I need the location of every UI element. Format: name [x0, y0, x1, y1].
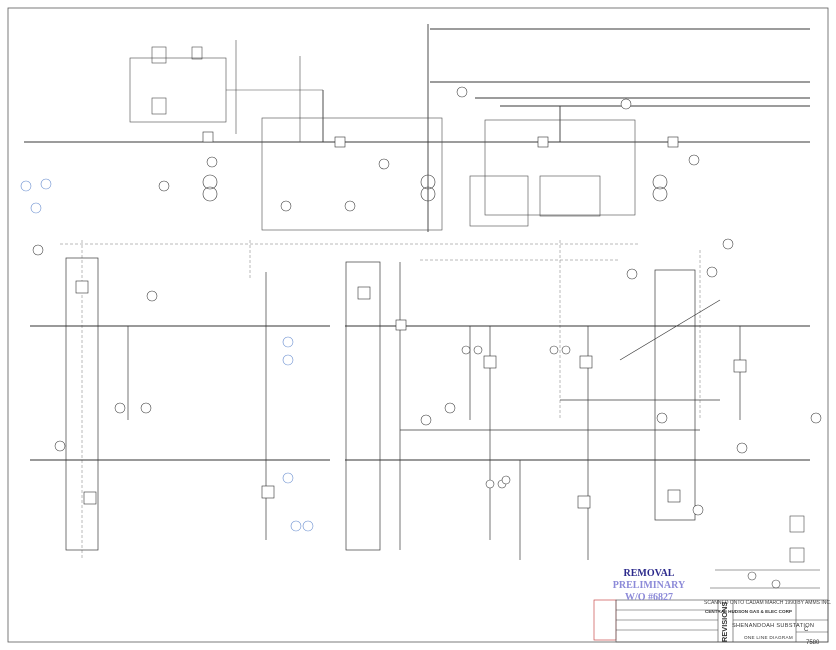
transformers	[202, 174, 668, 202]
device-tag	[444, 402, 456, 414]
transformer	[420, 186, 436, 202]
device-tag	[485, 479, 495, 489]
breaker-panel	[484, 119, 636, 216]
device-tag	[810, 412, 822, 424]
transformer	[202, 174, 218, 190]
removal-stamp: REMOVAL	[623, 568, 675, 579]
device-tag	[378, 158, 390, 170]
markup-circle	[20, 180, 32, 192]
device-tag	[146, 290, 158, 302]
transformer	[652, 174, 668, 190]
tie-wire	[619, 299, 721, 361]
breaker	[75, 280, 89, 294]
markup-circle	[30, 202, 42, 214]
device-tag	[692, 504, 704, 516]
feeder-frame	[345, 261, 381, 551]
device-tag	[344, 200, 356, 212]
upper-control-section	[129, 40, 636, 231]
device-tag	[736, 442, 748, 454]
feeder-frames	[65, 257, 741, 560]
markup-annotations	[20, 178, 314, 532]
breaker	[334, 136, 346, 148]
breaker	[202, 131, 214, 143]
breaker	[537, 136, 549, 148]
work-order-stamp: W/O #6827	[624, 592, 674, 603]
device-tag	[620, 98, 632, 110]
markup-circle	[290, 520, 302, 532]
relay-box	[151, 97, 167, 115]
device-tag	[158, 180, 170, 192]
markup-circle	[302, 520, 314, 532]
breaker	[261, 485, 275, 499]
breaker	[733, 359, 747, 373]
device-tag	[114, 402, 126, 414]
breaker	[579, 355, 593, 369]
drawing-border	[7, 7, 829, 643]
relay-box	[151, 46, 167, 64]
detail-relay	[771, 579, 781, 589]
device-tag	[32, 244, 44, 256]
relay-box	[191, 46, 203, 60]
transmission-lines	[24, 24, 810, 232]
drawing-subtitle: ONE LINE DIAGRAM	[744, 635, 793, 640]
device-tag	[561, 345, 571, 355]
bottom-right-detail	[710, 515, 820, 589]
device-tag	[420, 414, 432, 426]
device-tag	[206, 156, 218, 168]
breakers	[75, 131, 747, 509]
transfer-switch-box	[469, 175, 529, 227]
company-name: CENTRAL HUDSON GAS & ELEC CORP	[705, 609, 792, 614]
device-tag	[549, 345, 559, 355]
transfer-switch-box	[539, 175, 601, 217]
device-tag	[722, 238, 734, 250]
breaker	[483, 355, 497, 369]
device-tag	[688, 154, 700, 166]
device-tag	[140, 402, 152, 414]
markup-circle	[40, 178, 52, 190]
transformer	[420, 174, 436, 190]
breaker	[83, 491, 97, 505]
dashed-control-wiring	[60, 240, 701, 560]
equipment-tags	[32, 86, 822, 516]
device-tag	[626, 268, 638, 280]
markup-circle	[282, 354, 294, 366]
bus-bars	[30, 325, 810, 461]
revisions-label: REVISIONS	[720, 601, 729, 642]
detail-box	[789, 547, 805, 563]
feeder-frame	[654, 269, 696, 521]
device-tag	[656, 412, 668, 424]
preliminary-stamp: PRELIMINARY	[612, 580, 686, 591]
device-tag	[473, 345, 483, 355]
drawing-title: SHENANDOAH SUBSTATION	[732, 623, 815, 629]
feeder-frame	[65, 257, 99, 551]
detail-box	[789, 515, 805, 533]
title-block	[615, 599, 829, 643]
sheet-number: C	[804, 627, 809, 633]
title-block-frame	[615, 599, 829, 643]
drawing-number: 7580	[806, 640, 820, 646]
breaker	[357, 286, 371, 300]
device-tag	[706, 266, 718, 278]
scan-note: SCANNED ONTO CADAM MARCH 1990 BY AMMS IN…	[704, 600, 832, 606]
markup-circle	[282, 472, 294, 484]
markup-circle	[282, 336, 294, 348]
device-tag	[456, 86, 468, 98]
breaker	[395, 319, 407, 331]
device-tag	[501, 475, 511, 485]
breaker	[577, 495, 591, 509]
transformer	[202, 186, 218, 202]
transformer	[652, 186, 668, 202]
device-tag	[54, 440, 66, 452]
device-tag	[461, 345, 471, 355]
breaker-panel	[261, 117, 443, 231]
breaker	[667, 489, 681, 503]
device-tag	[280, 200, 292, 212]
detail-relay	[747, 571, 757, 581]
breaker	[667, 136, 679, 148]
